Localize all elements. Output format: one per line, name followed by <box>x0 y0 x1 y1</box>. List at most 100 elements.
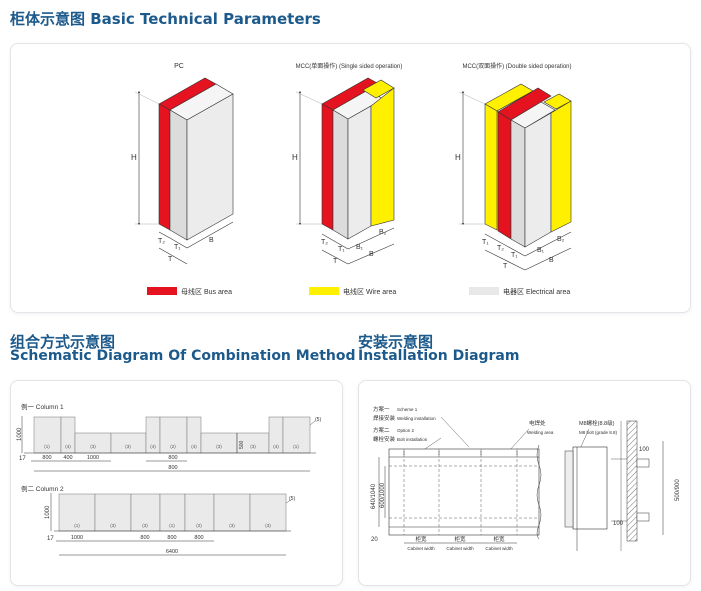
dim-h-mcc2: H <box>455 153 461 162</box>
dim-b-pc: B <box>209 237 214 244</box>
ex1-total: 800 <box>168 465 177 471</box>
cabinet-label-pc: PC <box>174 63 184 70</box>
ex1-base: 17 <box>19 456 26 462</box>
ex1-sub-height: 500 <box>239 440 245 449</box>
bolt-cn: 螺栓安装 <box>373 435 396 443</box>
bolt-en: Bolt installation <box>397 437 428 442</box>
channel-plan <box>388 444 542 540</box>
section-view <box>564 420 650 551</box>
legend-label-bus: 母线区 Bus area <box>181 287 232 296</box>
bolt-spec-cn: M8螺栓(8.8级) <box>579 419 615 427</box>
dim-t2-pc: T₂ <box>158 238 165 245</box>
basic-section-title: 柜体示意图 Basic Technical Parameters <box>10 10 321 28</box>
installation-diagram: 方案一 Scheme 1 焊接安装 Welding installation 方… <box>371 405 681 551</box>
ex2-dim-1: 1000 <box>71 535 83 541</box>
ex2-cab-6: (3) <box>229 523 235 528</box>
ex2-cab-7: (3) <box>265 523 271 528</box>
dim-t1-pc: T₁ <box>174 244 181 251</box>
legend-swatch-electrical <box>469 287 499 295</box>
weld-area-en: Welding area <box>527 430 554 435</box>
ex1-dim-1: 800 <box>42 455 51 461</box>
scheme2-en: Option 2 <box>397 428 415 433</box>
cabinet-diagrams: PC H T₂ T₁ T B MCC(单面操作) (Single sided o… <box>131 62 572 296</box>
dim-b-mcc1: B <box>369 251 374 258</box>
cabinet-mcc-double: MCC(双面操作) (Double sided operation) H T₁ … <box>455 62 572 271</box>
ex2-note: (5) <box>289 496 295 502</box>
scheme1-en: Scheme 1 <box>397 407 418 412</box>
ex1-cab-11: (1) <box>293 444 299 449</box>
weld-cn: 焊接安装 <box>373 414 396 422</box>
ex1-cab-7: (4) <box>191 444 197 449</box>
dim-left: 640/1040 <box>371 483 377 509</box>
ex1-cab-2: (4) <box>65 444 71 449</box>
ex1-cab-3: (3) <box>90 444 96 449</box>
cabinet-label-mcc-double: MCC(双面操作) (Double sided operation) <box>462 62 571 70</box>
dim-b1-mcc1: B₁ <box>356 244 364 251</box>
legend-label-electrical: 电器区 Electrical area <box>503 287 570 296</box>
ex1-note: (5) <box>315 417 321 423</box>
ex1-cab-10: (4) <box>273 444 279 449</box>
cabinet-pc: PC H T₂ T₁ T B <box>131 63 234 265</box>
ex1-dim-2: 400 <box>63 455 72 461</box>
legend-label-wire: 电线区 Wire area <box>343 287 396 296</box>
ex2-dim-2: 800 <box>140 535 149 541</box>
legend-swatch-wire <box>309 287 339 295</box>
ex1-cab-5: (4) <box>150 444 156 449</box>
ex1-cab-9: (3) <box>250 444 256 449</box>
ex2-base: 17 <box>47 536 54 542</box>
ex2-label: 例二 Column 2 <box>21 484 64 493</box>
dim-bottom: 20 <box>371 537 378 543</box>
ex1-cab-6: (2) <box>170 444 176 449</box>
scheme2-cn: 方案二 <box>373 426 390 434</box>
ex1-dim-4: 800 <box>168 455 177 461</box>
weld-en: Welding installation <box>397 416 436 421</box>
ex1-cab-4: (3) <box>125 444 131 449</box>
cab-width-cn-2: 柜宽 <box>454 535 466 543</box>
legend: 母线区 Bus area 电线区 Wire area 电器区 Electrica… <box>147 287 570 296</box>
cab-width-en-3: Cabinet width <box>485 546 513 551</box>
dim-t1-mcc2-b: T₁ <box>511 252 518 259</box>
dim-t-mcc2: T <box>503 263 508 270</box>
dim-b1-mcc2: B₁ <box>537 247 545 254</box>
ex1-cab-1: (1) <box>44 444 50 449</box>
ex2-height: 1000 <box>45 505 51 519</box>
combination-diagram: 例一 Column 1 1000 17 (1) (4) (3) (3) (4) … <box>17 402 321 556</box>
dim-right: 500/900 <box>675 479 681 501</box>
ex2-cab-1: (1) <box>74 523 80 528</box>
bolt-spec-en: M8 bolt (grade 8.8) <box>579 430 618 435</box>
ex1-cab-8: (3) <box>216 444 222 449</box>
dim-b-mcc2: B <box>549 257 554 264</box>
legend-swatch-bus <box>147 287 177 295</box>
cab-width-en-2: Cabinet width <box>446 546 474 551</box>
ex1-height: 1000 <box>17 427 23 441</box>
dim-t1-mcc2-a: T₁ <box>482 239 489 246</box>
ex1-label: 例一 Column 1 <box>21 402 64 411</box>
ex2-cab-2: (3) <box>110 523 116 528</box>
installation-title-cn: 安装示意图 <box>358 333 434 351</box>
ex2-cab-3: (3) <box>142 523 148 528</box>
dim-h-pc: H <box>131 153 137 162</box>
cab-width-cn-3: 柜宽 <box>493 535 505 543</box>
scheme1-cn: 方案一 <box>373 405 390 413</box>
dim-b2-mcc2: B₂ <box>557 236 565 243</box>
cab-width-en-1: Cabinet width <box>407 546 435 551</box>
dim-t-pc: T <box>168 256 173 263</box>
ex2-dim-3: 800 <box>167 535 176 541</box>
dim-h-mcc1: H <box>292 153 298 162</box>
dim-top: 100 <box>639 447 650 453</box>
dim-t1-mcc1: T₁ <box>338 246 345 253</box>
combination-card: 例一 Column 1 1000 17 (1) (4) (3) (3) (4) … <box>10 380 343 586</box>
dim-t-mcc1: T <box>333 258 338 265</box>
installation-title-en: Installation Diagram <box>358 348 520 364</box>
dim-low: 100 <box>613 521 624 527</box>
ex2-dim-4: 800 <box>194 535 203 541</box>
combination-title-cn: 组合方式示意图 <box>10 333 116 351</box>
cab-width-cn-1: 柜宽 <box>415 535 427 543</box>
dim-left2: 600/1000 <box>380 482 386 508</box>
dim-t2-mcc2: T₂ <box>497 245 504 252</box>
dim-t2-mcc1: T₂ <box>321 239 328 246</box>
ex1-dim-3: 1000 <box>87 455 99 461</box>
cabinet-label-mcc-single: MCC(单面操作) (Single sided operation) <box>296 62 403 70</box>
ex2-cab-5: (2) <box>196 523 202 528</box>
cabinet-mcc-single: MCC(单面操作) (Single sided operation) H T₂ … <box>292 62 402 265</box>
